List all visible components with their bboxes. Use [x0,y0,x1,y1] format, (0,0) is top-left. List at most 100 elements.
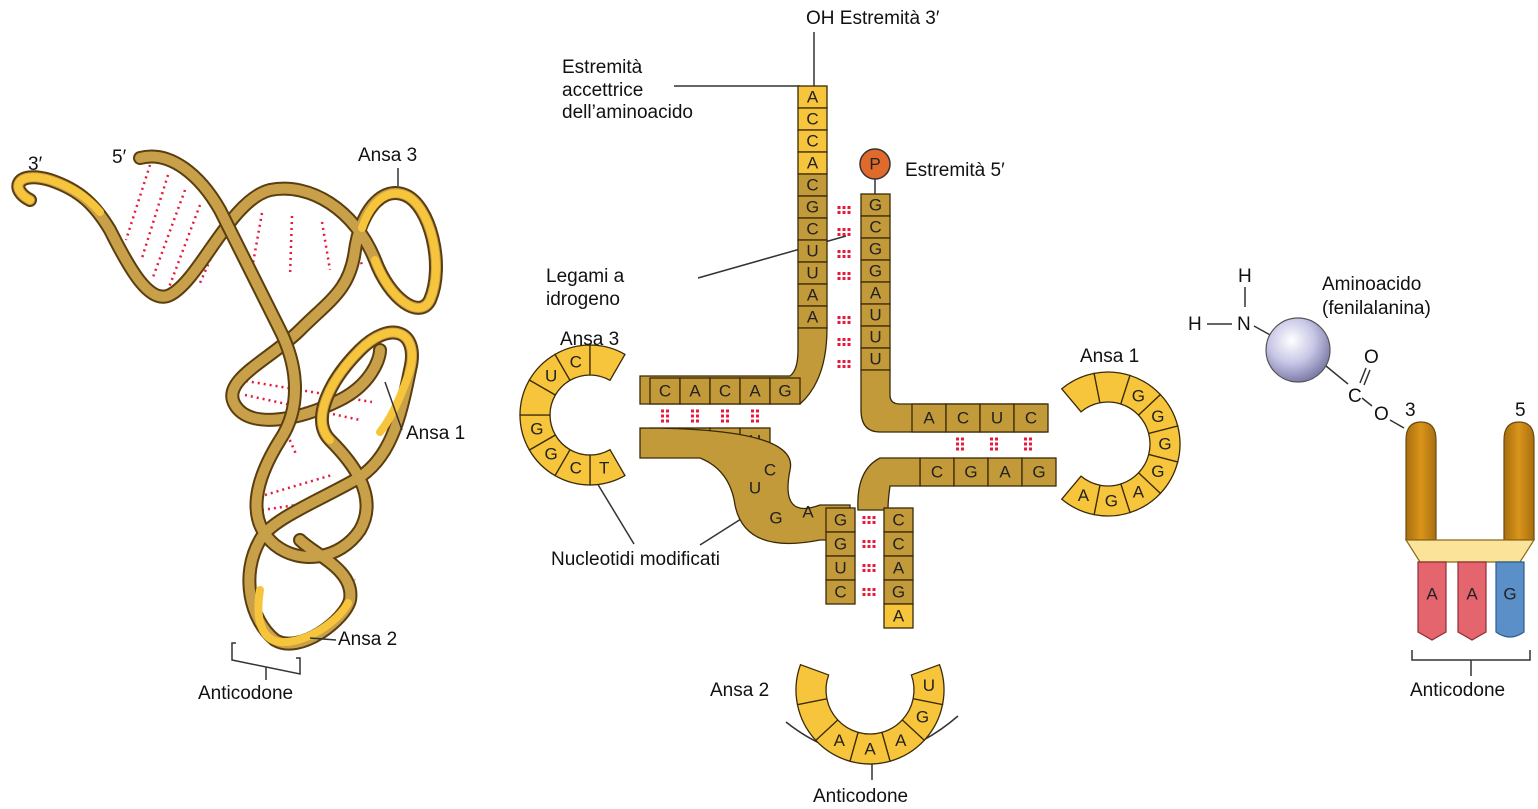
hbond-dots [956,438,964,451]
nt-acceptor3-2: C [798,130,827,152]
base-a1-letter: A [1426,585,1438,604]
nt-variable-3: A [802,503,814,522]
svg-text:C: C [806,110,818,129]
nt-tloop: A [1062,476,1100,514]
phosphate-letter: P [869,155,880,174]
svg-text:G: G [964,463,977,482]
nt-acstem-r-1: C [884,532,913,556]
nt-acceptor5-5: U [861,304,890,326]
svg-text:C: C [1025,409,1037,428]
schematic-bridge [1406,540,1534,562]
svg-text:G: G [1151,462,1164,481]
num-3: 3 [1405,400,1416,421]
svg-text:C: C [719,382,731,401]
hbond-dots [751,410,759,423]
nt-acceptor3-4: C [798,174,827,196]
nt-tarm-top-3: C [1014,404,1048,432]
svg-text:G: G [916,707,929,726]
nt-acstem-l-3: C [826,580,855,604]
hbond-dots [721,410,729,423]
nt-tarm-bot-1: G [954,458,988,486]
hbond-label-2: idrogeno [546,289,620,310]
svg-text:G: G [778,382,791,401]
svg-text:G: G [806,198,819,217]
nt-acceptor5-7: U [861,348,890,370]
nt-darm-top-2: C [710,378,740,404]
svg-text:A: A [923,409,935,428]
nt-acceptor3-0: A [798,86,827,108]
svg-text:A: A [807,154,819,173]
hbond-dots [838,338,851,346]
svg-text:U: U [991,409,1003,428]
nt-acstem-l-1: G [826,532,855,556]
svg-text:G: G [869,262,882,281]
nt-tarm-top-0: A [912,404,946,432]
nt-darm-top-4: G [770,378,800,404]
schematic-anticodon-bracket [1412,650,1530,660]
svg-text:C: C [570,459,582,478]
nt-acloop: U [911,665,944,705]
hbond-dots [691,410,699,423]
svg-text:G: G [1151,407,1164,426]
amino-sphere [1266,318,1330,382]
ribbon-loop3-label: Ansa 3 [358,145,417,166]
schematic-arm-3 [1406,422,1436,540]
svg-text:C: C [570,352,582,371]
nt-acstem-r-0: C [884,508,913,532]
ribbon-loop2-label: Ansa 2 [338,629,397,650]
svg-text:G: G [892,583,905,602]
svg-text:U: U [806,242,818,261]
hbond-dots [838,228,851,236]
nt-acstem-r-2: A [884,556,913,580]
svg-text:U: U [923,676,935,695]
aa-label-2: (fenilalanina) [1322,298,1431,319]
num-5: 5 [1515,400,1526,421]
modified-label: Nucleotidi modificati [551,549,720,570]
end3-label: OH Estremità 3′ [806,8,940,29]
ribbon-loop1-label: Ansa 1 [406,423,465,444]
svg-text:A: A [893,607,905,626]
svg-text:U: U [869,350,881,369]
ribbon-end5: 5′ [112,147,127,168]
svg-text:G: G [834,535,847,554]
nt-acceptor3-3: A [798,152,827,174]
atom-h-top: H [1238,266,1252,287]
nt-acloop [796,665,829,705]
svg-text:C: C [659,382,671,401]
end5-label: Estremità 5′ [905,160,1005,181]
nt-acstem-r-3: G [884,580,913,604]
hbond-dots [990,438,998,451]
nt-acceptor3-1: C [798,108,827,130]
acceptor-label-3: dell’aminoacido [562,102,693,123]
svg-text:A: A [999,463,1011,482]
nt-acceptor5-0: G [861,194,890,216]
hbond-dots [661,410,669,423]
base-a2-letter: A [1466,585,1478,604]
schematic: Aminoacido (fenilalanina) H H N C O O 3 … [1188,266,1534,701]
svg-text:G: G [834,511,847,530]
acceptor-label-1: Estremità [562,57,643,78]
svg-text:G: G [869,196,882,215]
nt-variable-1: U [749,479,761,498]
hbond-dots [838,316,851,324]
nt-acstem-l-2: U [826,556,855,580]
svg-text:G: G [1032,463,1045,482]
hbond-dots [1024,438,1032,451]
atom-c: C [1348,386,1362,407]
nt-acceptor3-7: U [798,240,827,262]
cl-anticodon-label: Anticodone [813,786,908,807]
nt-acceptor3-6: C [798,218,827,240]
svg-text:U: U [806,264,818,283]
svg-text:C: C [806,132,818,151]
nt-tarm-top-2: U [980,404,1014,432]
svg-text:T: T [599,459,609,478]
svg-text:C: C [806,176,818,195]
svg-text:G: G [869,240,882,259]
svg-text:A: A [864,740,876,759]
svg-text:C: C [869,218,881,237]
hbond-dots [838,206,851,214]
nt-acceptor5-3: G [861,260,890,282]
acceptor-label-2: accettrice [562,80,643,101]
nt-darm-top-0: C [650,378,680,404]
